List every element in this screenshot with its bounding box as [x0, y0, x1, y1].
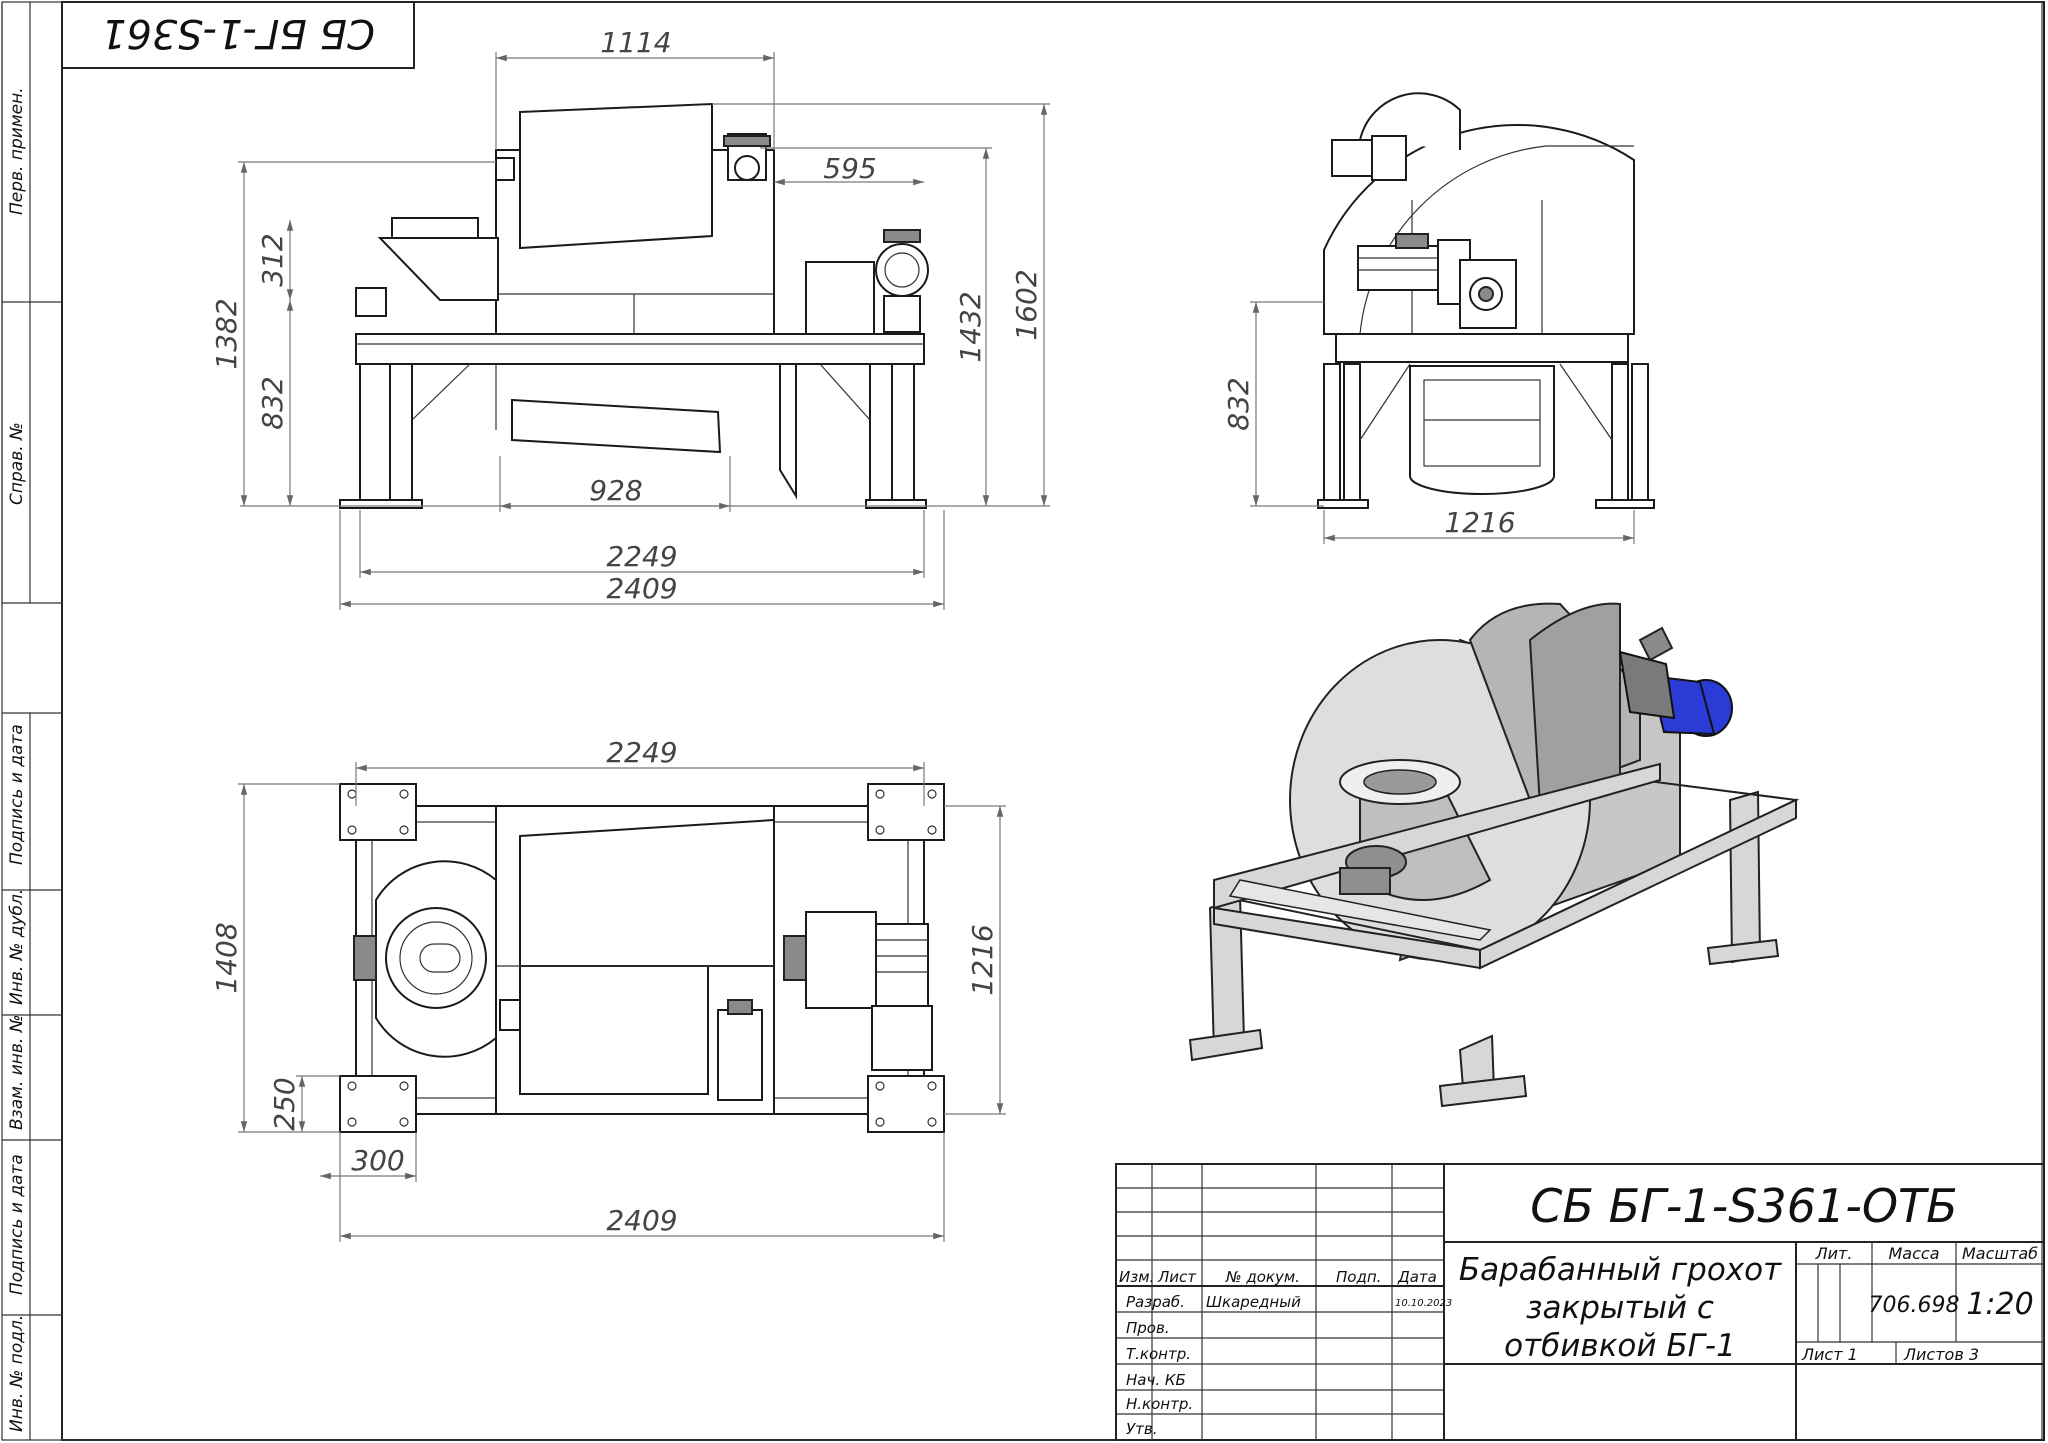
side-label-inv-dubl: Инв. № дубл. — [7, 889, 27, 1005]
top-side-motor — [875, 923, 929, 1007]
front-drum-cover — [519, 102, 713, 250]
front-view: 1114 595 312 1382 832 1432 1602 928 2249… — [210, 26, 1050, 610]
col-izm: Изм. — [1119, 1268, 1154, 1286]
side-label-sprav: Справ. № — [7, 422, 27, 505]
razrab-name: Шкаредный — [1206, 1293, 1301, 1311]
front-leg-right-b — [891, 363, 915, 507]
row-prov: Пров. — [1126, 1319, 1170, 1337]
dim-832-front: 832 — [256, 376, 289, 429]
isometric-view — [1188, 602, 1800, 1108]
side-label-inv-podl: Инв. № подл. — [7, 1315, 27, 1432]
dim-595: 595 — [823, 152, 876, 185]
row-nach: Нач. КБ — [1126, 1371, 1186, 1389]
scale-value: 1:20 — [1966, 1287, 2033, 1322]
side-upper-motor — [1331, 139, 1377, 177]
front-discharge-chute — [511, 398, 722, 454]
dim-832-side: 832 — [1222, 377, 1255, 430]
dim-1216-side: 1216 — [1444, 506, 1515, 539]
dim-1382: 1382 — [210, 298, 243, 369]
side-discharge-chute — [1409, 365, 1555, 495]
stamp-code-box: СБ БГ-1-S361 — [61, 1, 415, 69]
lit-label: Лит. — [1815, 1244, 1853, 1263]
dim-2249-front: 2249 — [606, 540, 677, 573]
side-motor — [1357, 245, 1439, 291]
iso-frame-front — [1213, 762, 1661, 910]
side-label-podpis-2: Подпись и дата — [7, 1154, 27, 1295]
top-plate-bl — [339, 1075, 417, 1133]
mass-label: Масса — [1888, 1244, 1939, 1263]
front-inlet-chute — [377, 237, 499, 301]
title-block: СБ БГ-1-S361-ОТБ Барабанный грохот закры… — [1115, 1163, 2045, 1441]
scale-label: Масштаб — [1962, 1244, 2038, 1263]
top-inlet-ring — [385, 907, 487, 1009]
stamp-code: СБ БГ-1-S361 — [101, 10, 375, 56]
dim-928: 928 — [589, 474, 642, 507]
left-margin-strip: Перв. примен. Справ. № Подпись и дата Ин… — [1, 2, 62, 1440]
front-frame-beam — [355, 333, 925, 365]
title-name-line2: закрытый с — [1526, 1290, 1714, 1326]
sheets-label: Листов 3 — [1903, 1345, 1979, 1364]
title-name-line1: Барабанный грохот — [1459, 1252, 1782, 1288]
side-view: 832 1216 — [1222, 92, 1655, 544]
side-label-vzam: Взам. инв. № — [7, 1015, 27, 1130]
dim-1114: 1114 — [600, 26, 671, 59]
mass-value: 706.698 — [1869, 1293, 1960, 1318]
dim-2409-top: 2409 — [606, 1204, 677, 1237]
top-plate-br — [867, 1075, 945, 1133]
sheet-label: Лист 1 — [1801, 1345, 1858, 1364]
dim-250: 250 — [268, 1077, 301, 1130]
side-frame-beam — [1335, 333, 1629, 363]
col-data: Дата — [1397, 1268, 1437, 1286]
front-side-motor — [805, 261, 875, 335]
row-tkontr: Т.контр. — [1126, 1345, 1191, 1363]
dim-1432: 1432 — [954, 291, 987, 362]
top-gear-motor — [717, 1009, 763, 1101]
col-podp: Подп. — [1336, 1268, 1381, 1286]
front-leg-left-b — [389, 363, 413, 507]
top-plate-tr — [867, 783, 945, 841]
razrab-date: 10.10.2023 — [1395, 1298, 1452, 1309]
side-label-perv: Перв. примен. — [7, 87, 27, 215]
top-plate-tl — [339, 783, 417, 841]
side-label-podpis-1: Подпись и дата — [7, 724, 27, 865]
dim-2409-front: 2409 — [606, 572, 677, 605]
col-dokum: № докум. — [1225, 1268, 1300, 1286]
row-nkontr: Н.контр. — [1126, 1395, 1193, 1413]
dim-312: 312 — [256, 233, 289, 286]
col-list: Лист — [1157, 1268, 1197, 1286]
dim-1408: 1408 — [210, 922, 243, 993]
top-view: 2249 1408 1216 250 300 2409 — [210, 736, 1006, 1242]
title-doc-code: СБ БГ-1-S361-ОТБ — [1530, 1179, 1957, 1233]
dim-2249-top: 2249 — [606, 736, 677, 769]
front-leg-left-a — [359, 363, 391, 507]
iso-motor — [1618, 650, 1733, 737]
front-motor-end — [875, 243, 929, 297]
title-name-line3: отбивкой БГ-1 — [1504, 1328, 1736, 1364]
dim-300: 300 — [351, 1144, 404, 1177]
row-razrab: Разраб. — [1126, 1293, 1185, 1311]
dim-1216-top: 1216 — [966, 924, 999, 995]
dim-1602: 1602 — [1010, 269, 1043, 340]
row-utv: Утв. — [1126, 1420, 1158, 1438]
